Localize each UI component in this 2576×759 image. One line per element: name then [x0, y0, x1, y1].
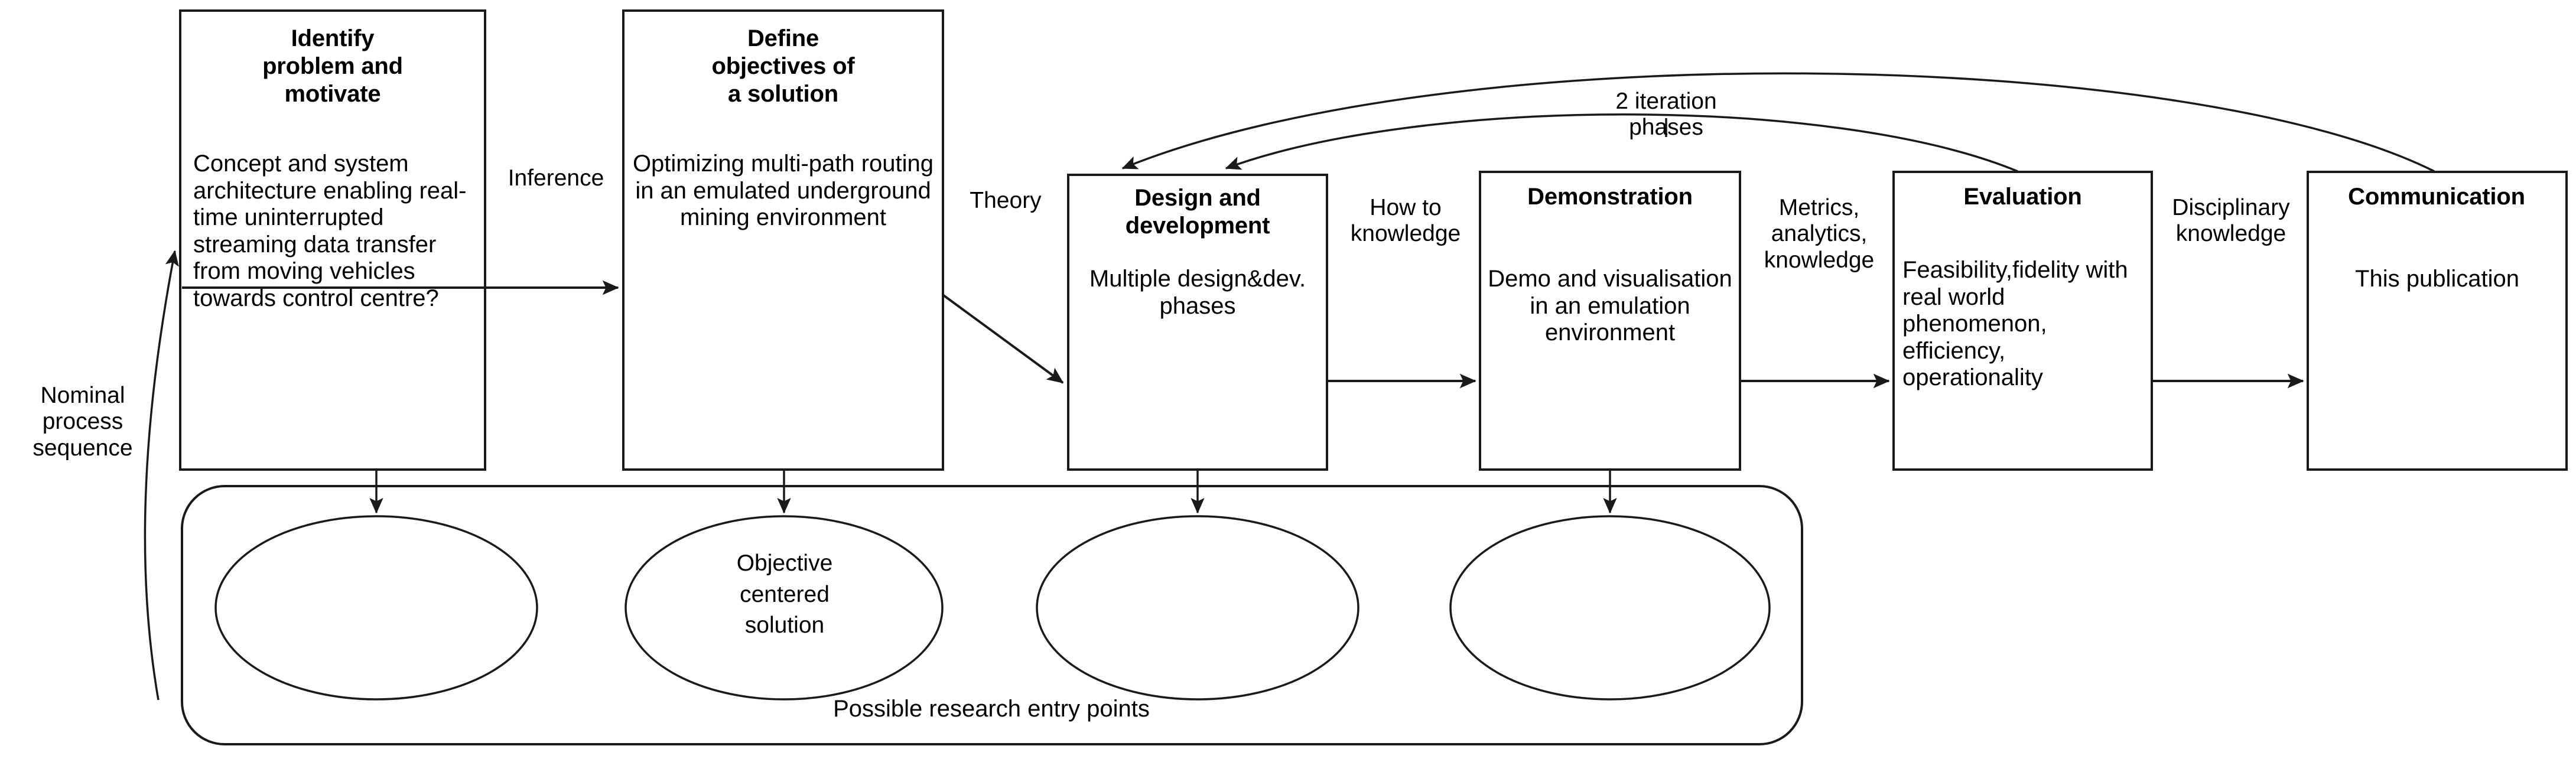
entry-point-label-2: Objective centered solution: [736, 550, 833, 639]
edge-label-iteration-phases: 2 iteration phases: [1615, 89, 1717, 141]
box-title-communication: Communication: [2348, 184, 2525, 210]
edge-label-disciplinary-knowledge: Disciplinary knowledge: [2172, 195, 2290, 247]
box-body-identify: Concept and system architecture enabling…: [193, 151, 467, 311]
box-title-design-development: Design and development: [1125, 185, 1270, 239]
box-title-evaluation: Evaluation: [1963, 184, 2082, 210]
entry-point-ellipse-4: [1449, 515, 1771, 701]
box-body-demonstration: Demo and visualisation in an emulation e…: [1488, 266, 1732, 346]
entry-points-caption: Possible research entry points: [833, 696, 1150, 722]
process-box-identify: [179, 9, 486, 471]
box-body-define-objectives: Optimizing multi-path routing in an emul…: [632, 151, 934, 231]
edge-label-inference: Inference: [508, 165, 604, 191]
box-body-evaluation: Feasibility,fidelity with real world phe…: [1902, 257, 2128, 391]
box-title-identify: Identify problem and motivate: [262, 25, 403, 107]
edge-label-theory: Theory: [970, 188, 1042, 213]
edge-label-nominal-process-sequence: Nominal process sequence: [32, 383, 133, 461]
entry-point-ellipse-2: [625, 515, 944, 701]
arrow-iteration-communication-to-design: [1121, 72, 2435, 172]
arrow-nominal-process-sequence: [144, 250, 179, 701]
edge-label-how-to-knowledge: How to knowledge: [1350, 195, 1461, 247]
entry-point-ellipse-1: [214, 515, 538, 701]
arrow-define-to-design: [942, 294, 1064, 384]
process-box-demonstration: [1479, 171, 1741, 471]
arrow-iteration-evaluation-to-design: [1225, 113, 2018, 172]
entry-points-container: [181, 485, 1803, 745]
edge-label-metrics-analytics-knowledge: Metrics, analytics, knowledge: [1764, 195, 1875, 273]
process-box-evaluation: [1892, 171, 2153, 471]
box-title-demonstration: Demonstration: [1527, 184, 1693, 210]
process-box-define-objectives: [622, 9, 944, 471]
process-box-design-development: [1067, 174, 1328, 471]
entry-point-ellipse-3: [1036, 515, 1359, 701]
box-body-design-development: Multiple design&dev. phases: [1089, 266, 1306, 319]
box-title-define-objectives: Define objectives of a solution: [711, 25, 855, 107]
box-body-communication: This publication: [2355, 266, 2519, 292]
process-box-communication: [2307, 171, 2568, 471]
